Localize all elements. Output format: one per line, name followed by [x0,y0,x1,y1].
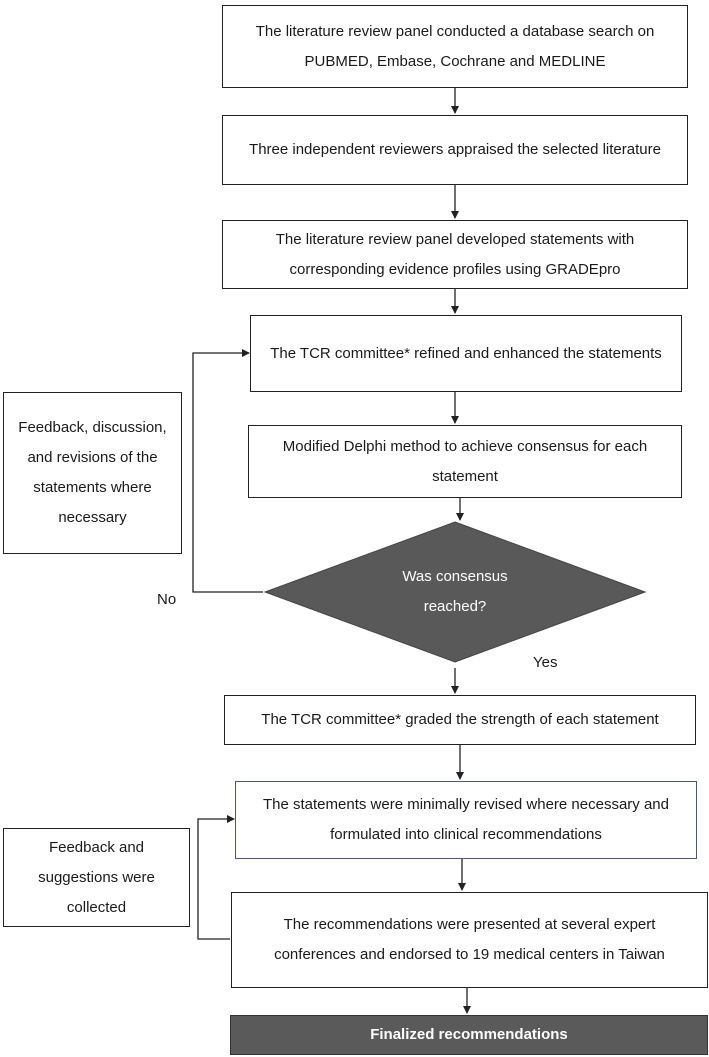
arrow-no-loop [192,349,263,593]
step-database-search: The literature review panel conducted a … [222,5,688,88]
step-modified-delphi: Modified Delphi method to achieve consen… [248,425,682,498]
step-finalized-recommendations: Finalized recommendations [230,1015,708,1055]
step-develop-statements: The literature review panel developed st… [222,220,688,289]
step-present-endorse: The recommendations were presented at se… [231,892,708,988]
step-appraise-literature: Three independent reviewers appraised th… [222,115,688,185]
step-revise-formulate: The statements were minimally revised wh… [235,781,697,859]
no-label: No [157,591,177,608]
feedback-suggestions-box: Feedback and suggestions were collected [3,828,190,927]
decision-consensus-text: Was consensus reached? [402,568,508,615]
step-refine-statements: The TCR committee* refined and enhanced … [250,315,682,392]
decision-diamond [263,521,647,663]
yes-label: Yes [533,654,558,671]
arrow-feedback-loop [197,815,235,940]
feedback-revisions-box: Feedback, discussion, and revisions of t… [3,392,182,554]
step-grade-strength: The TCR committee* graded the strength o… [224,695,696,745]
